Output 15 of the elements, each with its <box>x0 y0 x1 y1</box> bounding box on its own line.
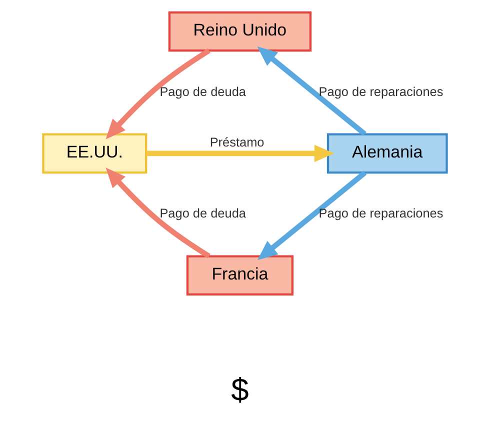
edge-label: Pago de deuda <box>160 84 246 99</box>
edge-label: Pago de reparaciones <box>318 206 444 221</box>
node-box: Alemania <box>326 133 448 174</box>
arrow <box>106 168 210 258</box>
arrow <box>257 170 367 260</box>
arrow <box>106 48 210 140</box>
label: $ <box>231 372 249 408</box>
node-box: Francia <box>186 255 294 296</box>
edge-label: Pago de deuda <box>160 206 246 221</box>
arrow <box>257 46 366 136</box>
edge-label: Préstamo <box>210 134 264 150</box>
node-box: Reino Unido <box>168 11 312 52</box>
arrow <box>146 144 334 162</box>
node-box: EE.UU. <box>42 133 148 174</box>
edge-label: Pago de reparaciones <box>318 84 444 99</box>
